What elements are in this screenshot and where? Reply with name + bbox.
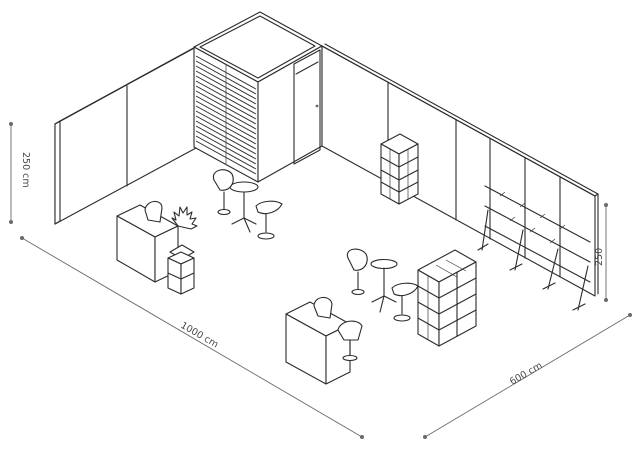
back-right-wall [321,43,599,297]
slatted-panel [195,55,257,175]
depth-label: 600 cm [508,360,544,387]
bar-table-group-front [346,248,419,322]
wall-shelving [477,185,591,311]
dimension-side-height: 250 [594,203,608,302]
cube-shelf-front [417,249,477,347]
cube-shelf-back [380,133,419,205]
reception-counter-left [116,200,198,295]
length-label: 1000 cm [179,320,221,350]
dimension-wall-height: 250 cm [9,122,31,224]
storage-cabin [193,11,323,183]
reception-counter-front [285,296,363,385]
side-height-label: 250 [594,248,605,266]
wall-height-label: 250 cm [20,152,31,188]
bar-table-group-back [212,169,283,240]
back-left-wall [54,44,200,225]
